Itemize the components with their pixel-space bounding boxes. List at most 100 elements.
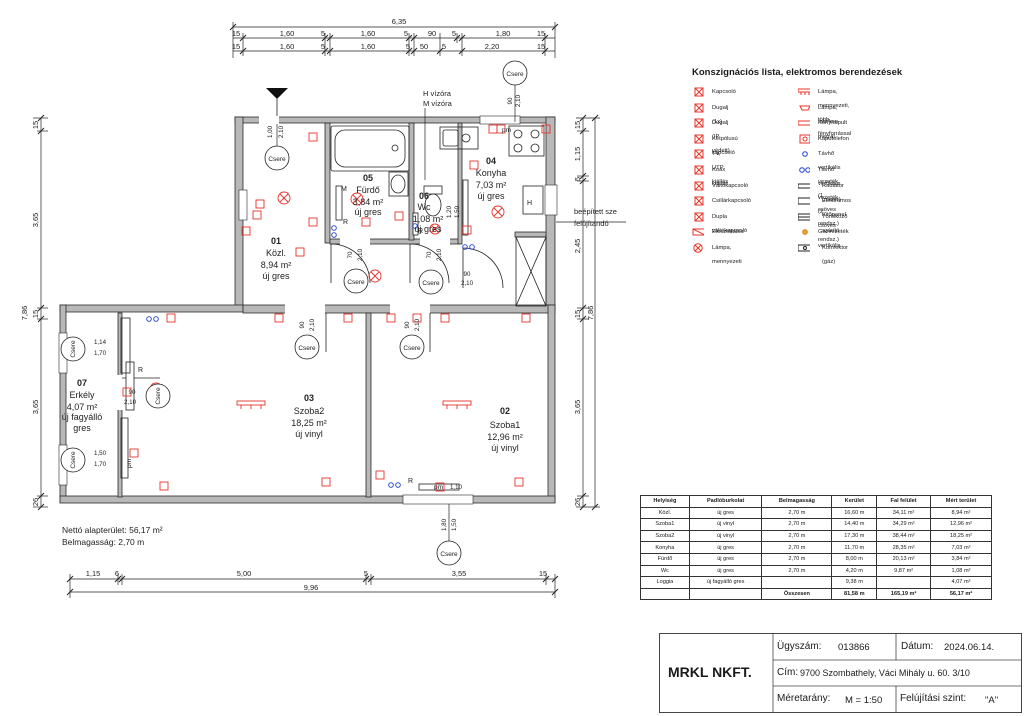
ceiling-lamp-icon xyxy=(350,192,364,206)
legend: Konszignációs lista, elektromos berendez… xyxy=(692,67,1022,265)
csere-label: Csere xyxy=(422,280,440,287)
table-header: Belmagasság xyxy=(761,495,833,508)
dim-top-r2-4: 5 xyxy=(406,42,410,51)
dim-left-1: 3,65 xyxy=(31,213,40,228)
legend-label: Lámpa, mennyezeti xyxy=(712,245,742,265)
room-floor: új gres xyxy=(262,271,290,281)
dim-bottom-total: 9,96 xyxy=(304,583,319,592)
counter-light-icon xyxy=(798,120,810,126)
table-cell: 9,38 m xyxy=(831,576,878,589)
table-total-cell xyxy=(688,587,763,601)
table-cell: 8,94 m² xyxy=(930,506,992,520)
dim-top-r1-1: 1,60 xyxy=(280,29,295,38)
table-total-cell: 56,17 m² xyxy=(930,587,992,601)
dim-top-r2-1: 1,60 xyxy=(280,42,295,51)
coax-icon xyxy=(694,165,704,175)
table-cell: Szoba2 xyxy=(640,529,690,543)
chandelier-switch-icon xyxy=(694,196,704,206)
room-area: 3,84 m² xyxy=(353,197,384,207)
kitchen-counter xyxy=(462,179,544,236)
table-cell: 34,29 m² xyxy=(876,518,932,531)
table-cell: Konyha xyxy=(640,541,690,554)
multi-ceiling-lamp-icon xyxy=(798,88,810,95)
legend-label: Kapcsoló xyxy=(712,89,736,95)
tv-utp-icon xyxy=(694,149,704,159)
room-name: Közl. xyxy=(266,248,286,258)
dim-right-outer: 7,86 xyxy=(586,306,595,321)
dim-top-r1-0: 15 xyxy=(232,29,240,38)
table-cell: 2,70 m xyxy=(761,529,833,543)
legend-label: Elosztótábla xyxy=(712,229,744,236)
table-cell: 9,87 m² xyxy=(876,564,932,578)
scale-label: Méretarány: xyxy=(777,693,831,704)
district-heat-single-icon xyxy=(802,151,808,158)
ceiling-height-text: Belmagasság: 2,70 m xyxy=(62,537,144,547)
table-cell: Fürdő xyxy=(640,552,690,566)
pm-label: pm xyxy=(502,127,511,134)
title-block: MRKL NKFT. Ügyszám: 013866 Dátum: 2024.0… xyxy=(659,633,1022,713)
h-vizora-label: H vízóra xyxy=(423,89,452,98)
ceiling-lamp-icon xyxy=(277,191,291,205)
left-dimension-ticks xyxy=(37,114,45,511)
ceiling-lamp-icon xyxy=(491,205,505,219)
table-cell: 11,70 m xyxy=(831,541,878,554)
table-cell: új gres xyxy=(688,564,763,578)
radiator-mark: R xyxy=(418,228,423,235)
electrical-symbols xyxy=(122,124,551,492)
intercom-icon xyxy=(799,134,810,144)
room-floor: új vinyl xyxy=(491,443,519,453)
bathtub xyxy=(330,125,410,172)
legend-label: Lámpa, mennyezeti, több fényforrással xyxy=(818,89,852,137)
radiator-mark: R xyxy=(343,219,348,226)
legend-label: Dupla váltókapcsoló xyxy=(712,213,748,234)
door-dim: 2,10 xyxy=(278,125,285,138)
electric-panel-icon xyxy=(798,197,810,205)
room-area: 1,08 m² xyxy=(413,214,444,224)
csere-label: Csere xyxy=(298,345,316,352)
socket-icon xyxy=(694,103,704,113)
csere-markers xyxy=(60,60,528,566)
legend-label: Dugalj (1x) xyxy=(712,104,729,125)
door-dim: 2,10 xyxy=(515,94,522,107)
table-header: Fal felület xyxy=(876,495,932,508)
dim-top-r1-8: 15 xyxy=(537,29,545,38)
right-dimension-ticks xyxy=(579,114,599,511)
door-dim: 1,00 xyxy=(267,125,274,138)
table-cell: 1,08 m² xyxy=(930,564,992,578)
table-cell: 3,84 m² xyxy=(930,552,992,566)
door-dim: 70 xyxy=(347,251,354,258)
door-dim: 2,10 xyxy=(309,318,316,331)
m-vizora-label: M vízóra xyxy=(423,99,453,108)
room-area: 8,94 m² xyxy=(261,260,292,270)
table-cell: 2,70 m xyxy=(761,541,833,554)
gas-pipe-icon xyxy=(802,229,808,236)
door-dim: 1,50 xyxy=(454,205,461,218)
double-changeover-switch-icon xyxy=(694,212,704,222)
right-dimension-lines xyxy=(576,117,600,508)
legend-label: Dugalj (IP védett) xyxy=(712,120,730,155)
csere-label: Csere xyxy=(440,551,458,558)
room-area: 4,07 m² xyxy=(67,402,98,412)
room-number: 03 xyxy=(304,393,314,403)
table-cell: 18,25 m² xyxy=(930,529,992,543)
top-dimension-lines xyxy=(232,22,556,58)
dim-top-r1-2: 5 xyxy=(321,29,325,38)
table-cell: 14,40 m xyxy=(831,518,878,531)
date-label: Dátum: xyxy=(901,641,934,652)
towel-dryer-icon xyxy=(798,213,810,221)
district-heat-double-icon xyxy=(799,167,810,173)
table-cell: 16,60 m xyxy=(831,506,878,520)
csere-label: Csere xyxy=(70,340,77,358)
table-header: Helyiség xyxy=(640,495,690,508)
address-value: 9700 Szombathely, Váci Mihály u. 60. 3/1… xyxy=(800,668,970,678)
csere-label: Csere xyxy=(506,71,524,78)
csere-label: Csere xyxy=(347,279,365,286)
table-cell: Loggia xyxy=(640,576,690,589)
table-cell: új gres xyxy=(688,506,763,520)
table-total-cell: Összesen xyxy=(761,587,833,601)
table-cell: 28,35 m² xyxy=(876,541,932,554)
